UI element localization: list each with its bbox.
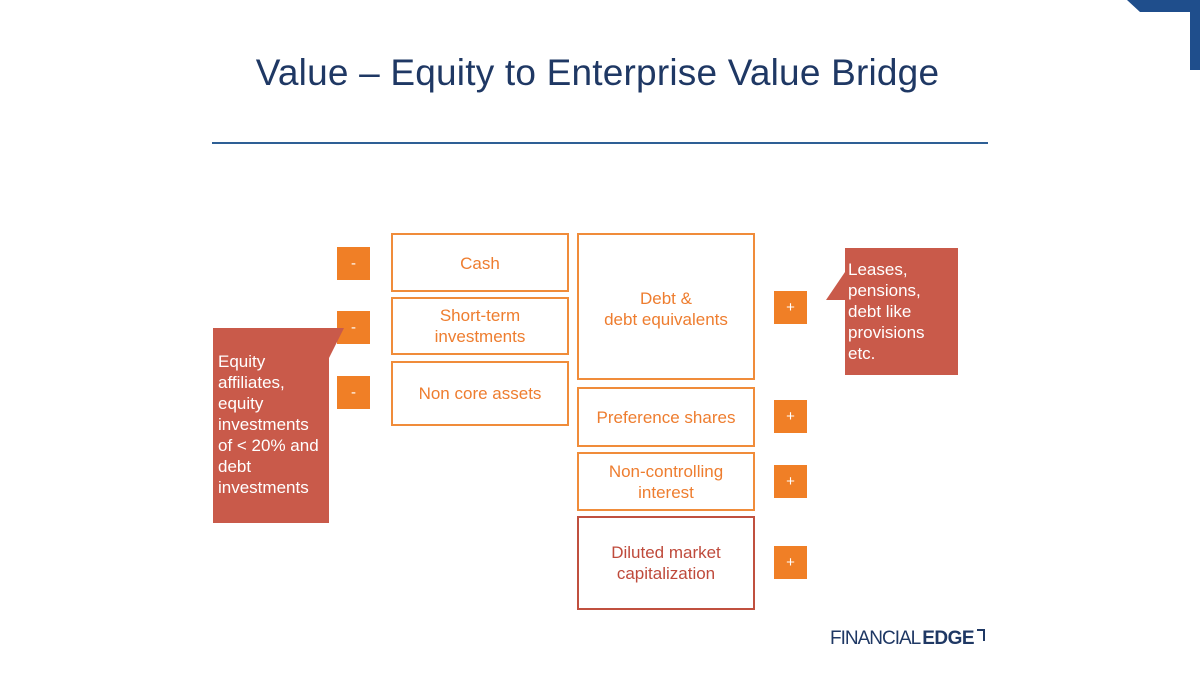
diluted-market-cap-box: Diluted market capitalization [577, 516, 755, 610]
flag-bracket-icon [977, 629, 986, 641]
financial-edge-logo: FINANCIAL EDGE [830, 628, 986, 650]
non-core-assets-box: Non core assets [391, 361, 569, 426]
short-term-investments-box: Short-term investments [391, 297, 569, 355]
plus-sign-preference: + [774, 400, 807, 433]
logo-text-light: FINANCIAL [830, 628, 921, 649]
cash-box: Cash [391, 233, 569, 292]
plus-sign-debt: + [774, 291, 807, 324]
plus-sign-non-controlling: + [774, 465, 807, 498]
callout-left-pointer [329, 328, 344, 358]
preference-shares-box: Preference shares [577, 387, 755, 447]
equity-affiliates-callout: Equity affiliates, equity investments of… [213, 328, 329, 523]
logo-text-bold: EDGE [922, 628, 975, 649]
non-controlling-interest-box: Non-controlling interest [577, 452, 755, 511]
minus-sign-cash: - [337, 247, 370, 280]
title-divider [212, 142, 988, 144]
debt-box: Debt & debt equivalents [577, 233, 755, 380]
leases-pensions-callout: Leases, pensions, debt like provisions e… [845, 248, 958, 375]
plus-sign-market-cap: + [774, 546, 807, 579]
callout-right-pointer [826, 272, 845, 300]
slide-title: Value – Equity to Enterprise Value Bridg… [255, 52, 940, 93]
minus-sign-non-core: - [337, 376, 370, 409]
